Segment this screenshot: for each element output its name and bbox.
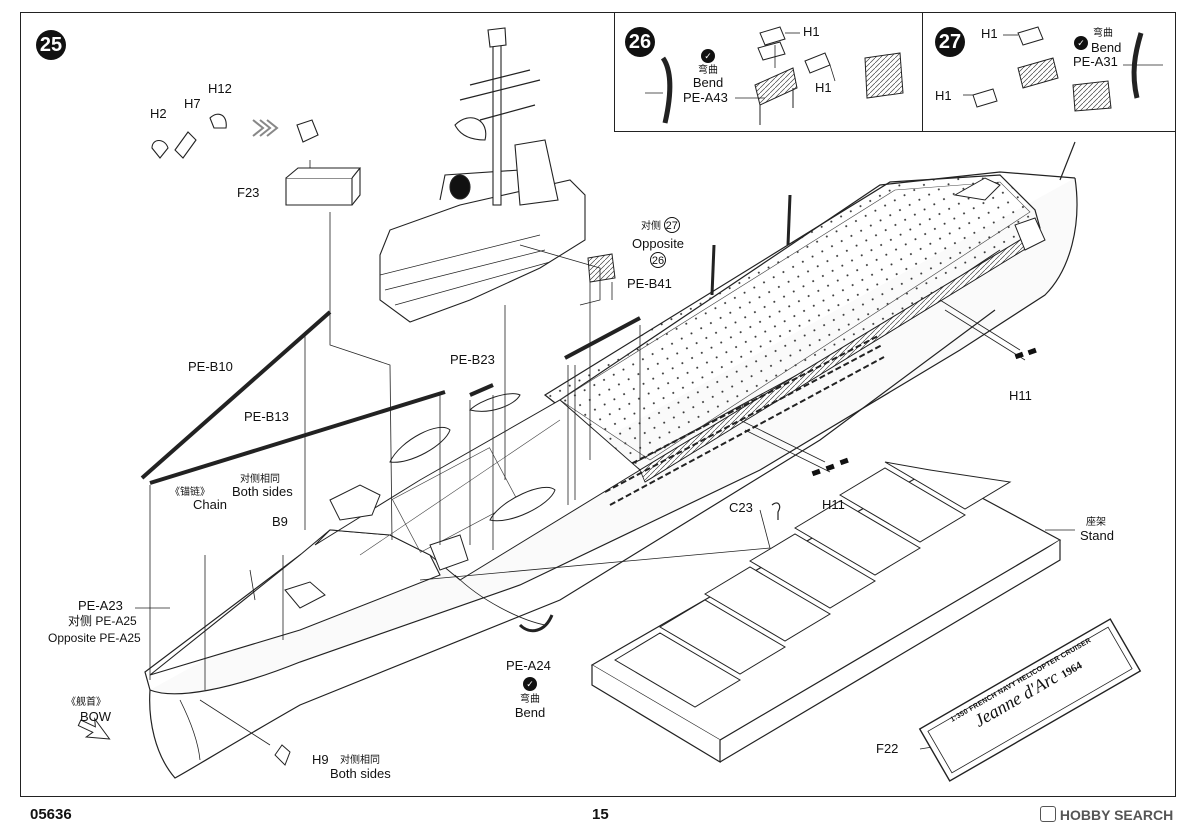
label-stand-en: Stand xyxy=(1080,528,1114,543)
watermark-text: HOBBY SEARCH xyxy=(1059,807,1174,823)
inset-step-26: 26 H1 H1 ✓ 弯曲 Bend PE-A43 xyxy=(614,12,924,132)
inset-27-art xyxy=(963,26,1163,112)
gun-turrets xyxy=(284,484,469,609)
pe-b10-part xyxy=(140,310,332,480)
label-chain-en: Chain xyxy=(193,497,227,512)
inset-26-art xyxy=(645,26,904,125)
label-h2: H2 xyxy=(150,106,167,121)
inset27-bend-cn: 弯曲 xyxy=(1093,28,1113,39)
inset27-h1-bottom: H1 xyxy=(935,88,952,103)
step-26-badge: 26 xyxy=(625,27,655,57)
label-pe-b23: PE-B23 xyxy=(450,352,495,367)
inset26-pe-a43: PE-A43 xyxy=(683,90,728,105)
ref-26: 26 xyxy=(650,252,666,268)
pe-b13-part xyxy=(149,390,446,485)
label-h9: H9 xyxy=(312,752,329,767)
label-pe-a24: PE-A24 xyxy=(506,658,551,673)
inset26-bend-cn: 弯曲 xyxy=(698,65,718,76)
inset26-h1-right: H1 xyxy=(815,80,832,95)
label-b9: B9 xyxy=(272,514,288,529)
label-c23: C23 xyxy=(729,500,753,515)
label-h7: H7 xyxy=(184,96,201,111)
name-plaque xyxy=(918,618,1142,782)
label-h12: H12 xyxy=(208,81,232,96)
label-h11-lower: H11 xyxy=(822,497,845,512)
inset27-pe-a31: PE-A31 xyxy=(1073,54,1118,69)
label-h9-both-en: Both sides xyxy=(330,766,391,781)
label-bow-cn: 《舰首》 xyxy=(66,697,106,708)
label-f23: F23 xyxy=(237,185,260,200)
lifeboats xyxy=(389,393,556,522)
label-opposite-27: 对侧 27 xyxy=(641,217,680,234)
label-pe-a23: PE-A23 xyxy=(78,598,123,613)
island-superstructure xyxy=(379,27,586,323)
label-both-sides-cn: 对侧相同 xyxy=(240,474,280,485)
inset26-bend-en: Bend xyxy=(692,75,724,90)
inset27-h1-top: H1 xyxy=(981,26,998,41)
main-frame xyxy=(20,12,1176,797)
step-25-badge: 25 xyxy=(36,30,66,60)
pe-a24-bend-icon: ✓ xyxy=(523,676,537,691)
inset26-bend-icon: ✓ xyxy=(701,48,715,63)
label-pe-a25-cn: 对侧 PE-A25 xyxy=(68,614,137,628)
ref-27-circle: 27 xyxy=(663,217,680,233)
label-pe-a24-bend-en: Bend xyxy=(514,705,546,720)
label-pe-a25-en: Opposite PE-A25 xyxy=(48,631,141,645)
label-pe-b10: PE-B10 xyxy=(188,359,233,374)
mast-parts xyxy=(151,113,362,206)
label-h9-both-cn: 对侧相同 xyxy=(340,755,380,766)
label-both-sides-en: Both sides xyxy=(232,484,293,499)
inset27-bend-icon: ✓ xyxy=(1074,35,1088,50)
page-number: 15 xyxy=(592,806,609,823)
label-f22: F22 xyxy=(876,741,899,756)
label-chain-cn: 《锚链》 xyxy=(170,487,210,498)
step-27-badge: 27 xyxy=(935,27,965,57)
watermark-logo-icon xyxy=(1040,806,1056,822)
opposite-cn: 对侧 xyxy=(641,221,661,232)
label-bow-en: BOW xyxy=(80,709,112,724)
inset26-h1-top: H1 xyxy=(803,24,820,39)
label-pe-b41: PE-B41 xyxy=(627,276,672,291)
label-opposite-en: Opposite xyxy=(632,236,685,251)
label-pe-b13: PE-B13 xyxy=(244,409,289,424)
ref-26-circle: 26 xyxy=(650,252,666,268)
inset27-bend-en: Bend xyxy=(1091,40,1122,55)
product-code: 05636 xyxy=(30,806,72,823)
bow-arrow xyxy=(77,717,111,740)
watermark: HOBBY SEARCH xyxy=(1040,806,1173,823)
inset-step-27: 27 H1 H1 ✓ 弯曲 Bend PE-A31 xyxy=(922,12,1176,132)
display-stand xyxy=(590,461,1062,764)
label-pe-a24-bend-cn: 弯曲 xyxy=(520,694,540,705)
label-stand-cn: 座架 xyxy=(1086,517,1106,528)
label-h11-upper: H11 xyxy=(1009,388,1032,403)
